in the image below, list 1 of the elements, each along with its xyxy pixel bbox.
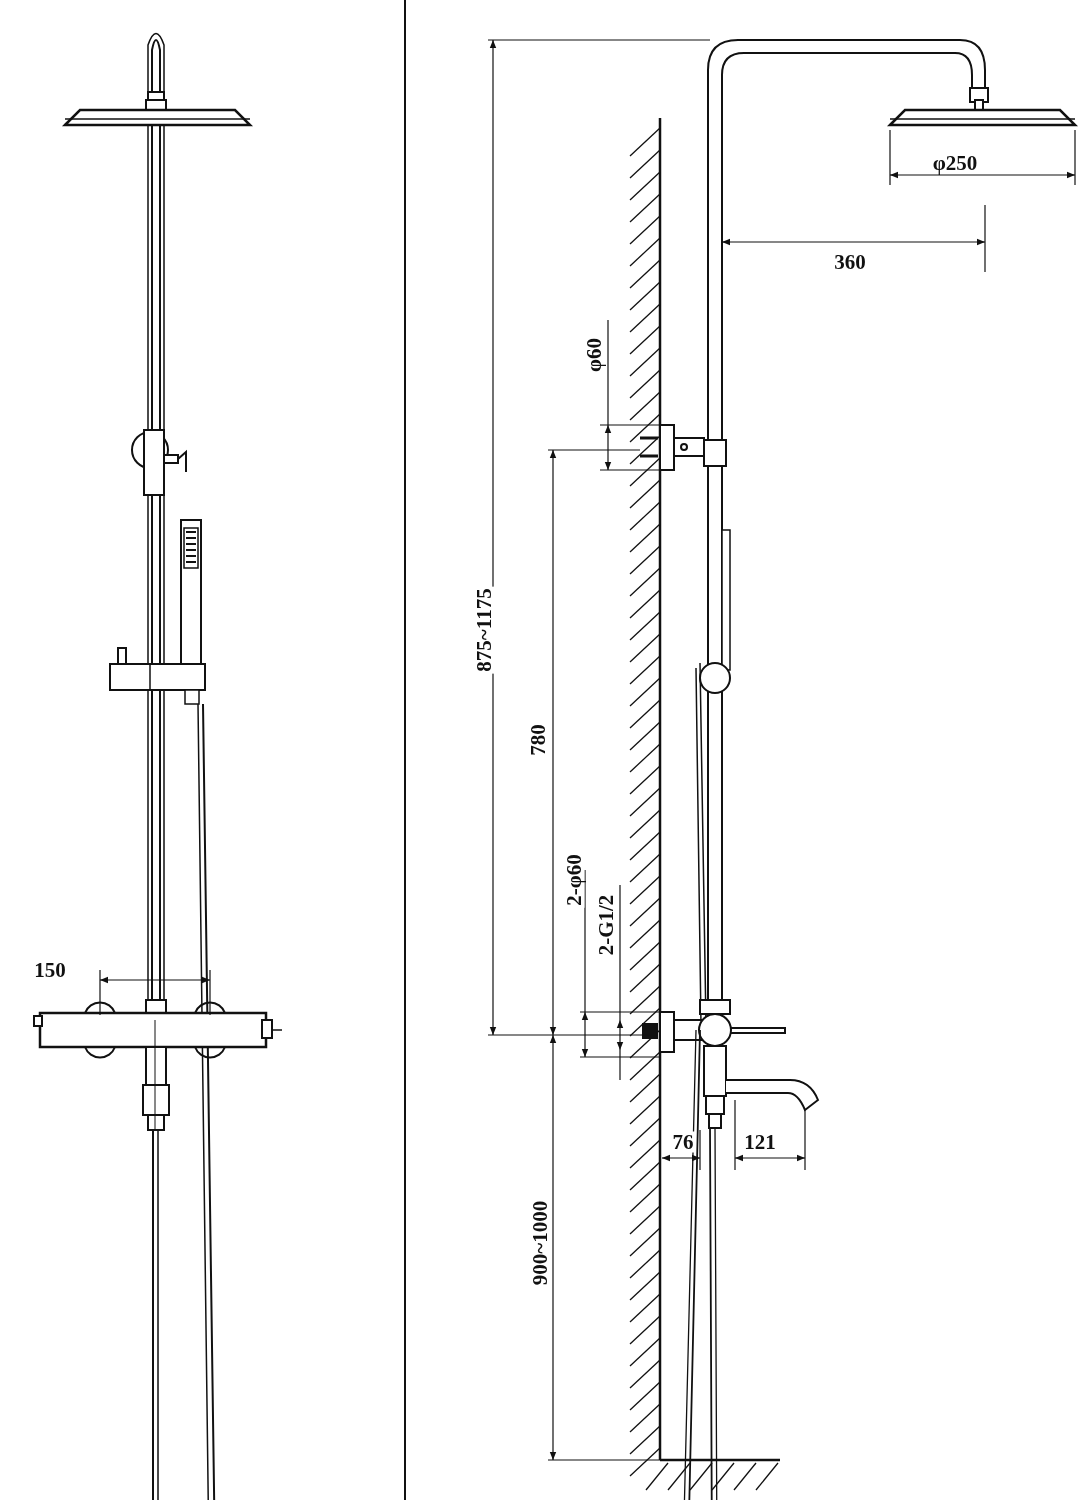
dimension-text: 76 <box>670 1131 696 1153</box>
